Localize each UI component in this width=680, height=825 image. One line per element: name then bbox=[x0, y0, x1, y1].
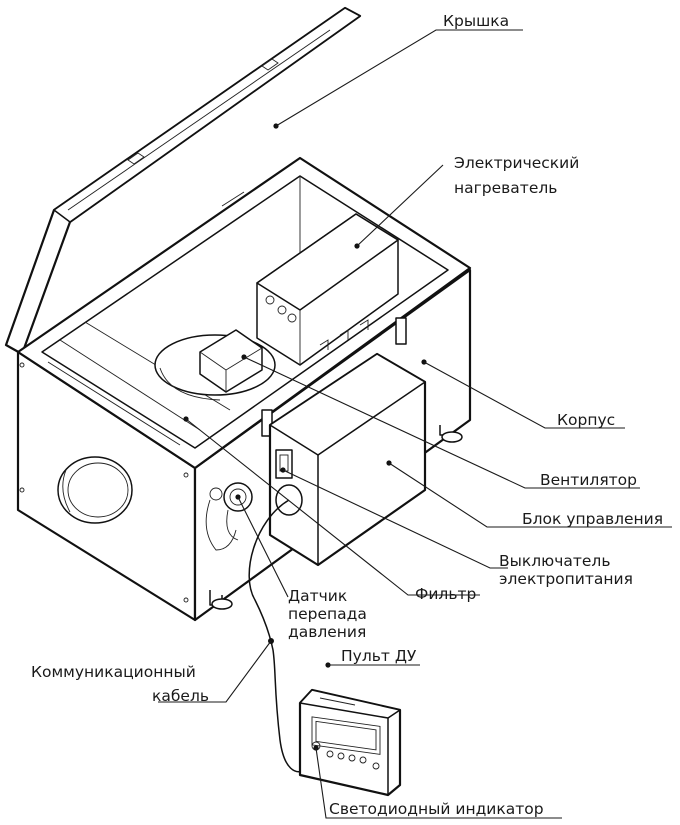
label-cable-line1: Коммуникационный bbox=[31, 663, 196, 681]
label-sensor-line2: перепада bbox=[288, 605, 367, 623]
label-housing: Корпус bbox=[557, 411, 615, 429]
label-cable-line2: кабель bbox=[152, 687, 209, 705]
label-lid: Крышка bbox=[443, 12, 509, 30]
label-sensor-line3: давления bbox=[288, 623, 366, 641]
remote-control-drawing bbox=[298, 688, 402, 797]
label-switch-line1: Выключатель bbox=[499, 552, 610, 570]
labels: Крышка Электрический нагреватель Корпус … bbox=[31, 12, 663, 818]
label-led: Светодиодный индикатор bbox=[329, 800, 544, 818]
label-heater-line2: нагреватель bbox=[454, 179, 557, 197]
label-sensor-line1: Датчик bbox=[288, 587, 347, 605]
heater-drawing bbox=[256, 213, 399, 366]
label-remote: Пульт ДУ bbox=[341, 647, 417, 665]
label-heater-line1: Электрический bbox=[454, 154, 579, 172]
label-filter: Фильтр bbox=[415, 585, 476, 603]
communication-cable-drawing bbox=[248, 499, 306, 773]
fan-drawing bbox=[154, 329, 276, 401]
label-switch-line2: электропитания bbox=[499, 570, 633, 588]
label-fan: Вентилятор bbox=[540, 471, 637, 489]
label-control-unit: Блок управления bbox=[522, 510, 663, 528]
leader-lines bbox=[158, 29, 672, 819]
